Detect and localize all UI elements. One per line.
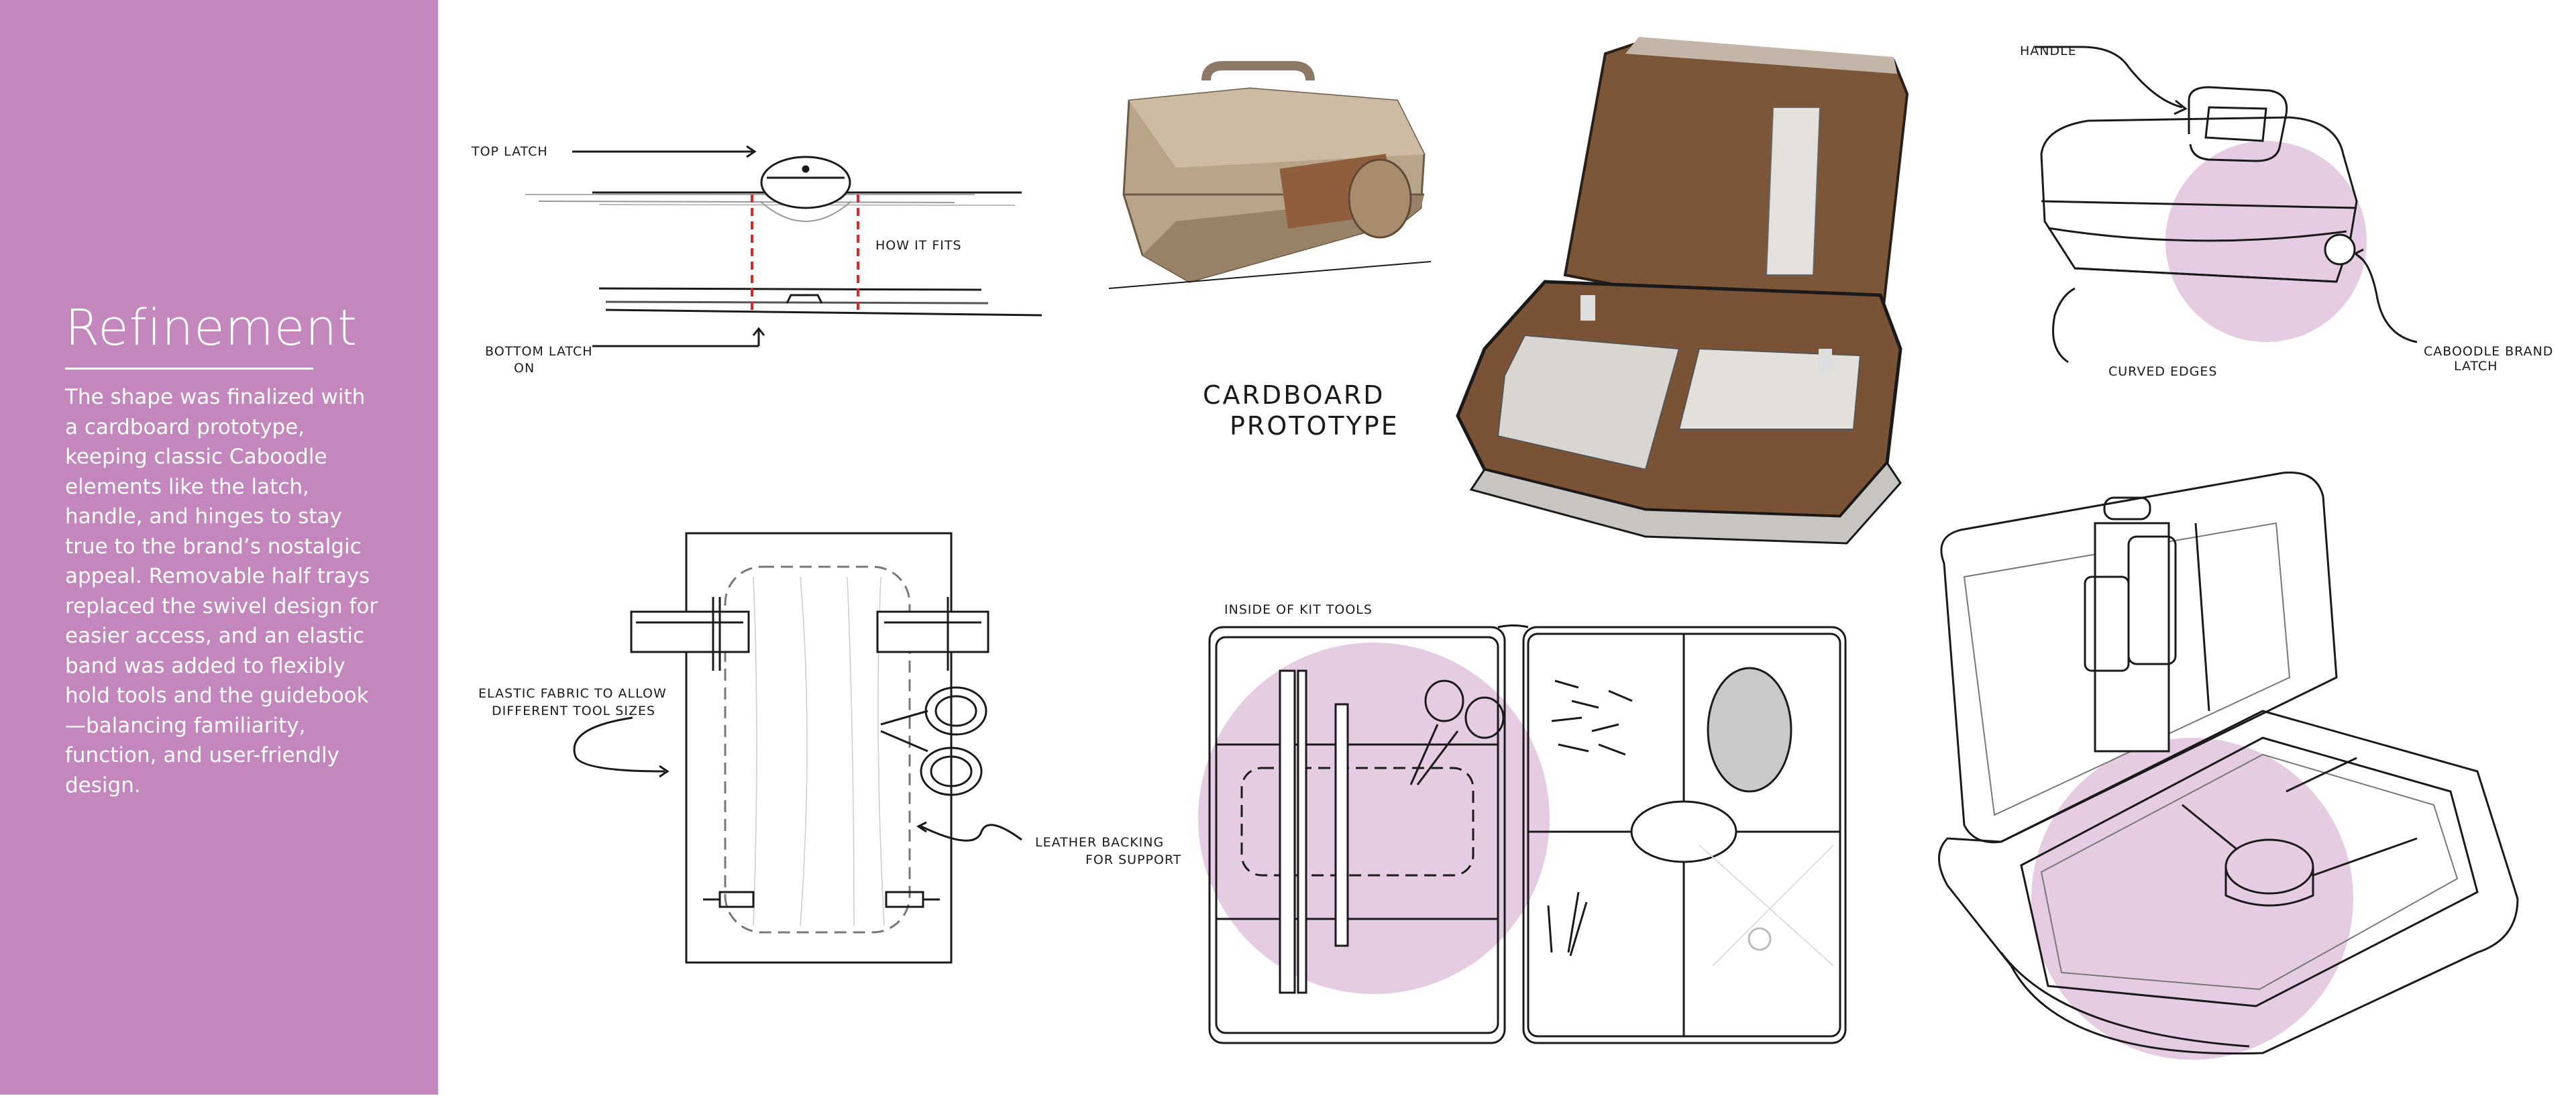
elastic-fabric-label-line2: DIFFERENT TOOL SIZES <box>492 704 655 718</box>
bottom-latch-label-on: ON <box>514 361 535 376</box>
case-sketch <box>2035 46 2418 364</box>
curved-edges-label: CURVED EDGES <box>2108 364 2217 379</box>
kit-title: INSIDE OF KIT TOOLS <box>1224 602 1373 617</box>
leather-backing-label-line2: FOR SUPPORT <box>1085 853 1181 867</box>
prototype-label-line2: PROTOTYPE <box>1230 411 1399 441</box>
handle-label: HANDLE <box>2020 44 2077 58</box>
prototype-label: CARDBOARD <box>1203 380 1385 410</box>
cardboard-prototype-closed <box>1108 61 1432 289</box>
sketch-canvas: TOP LATCH HOW IT FITS BOTTOM LATCH ON CA… <box>438 0 2576 1095</box>
kit-tools-sketch <box>1198 624 1847 1044</box>
latch-sketch <box>525 145 1042 347</box>
description-text: The shape was finalized with a cardboard… <box>65 385 378 798</box>
open-case-sketch <box>1938 471 2519 1060</box>
elastic-tool-sketch <box>573 532 1022 964</box>
title-divider <box>65 368 313 370</box>
sidebar: Refinement The shape was finalized with … <box>0 0 438 1095</box>
brand-latch-label: CABOODLE BRAND <box>2424 344 2553 359</box>
how-it-fits-label: HOW IT FITS <box>875 238 962 253</box>
brand-latch-label-line2: LATCH <box>2454 359 2498 374</box>
top-latch-label: TOP LATCH <box>471 144 548 159</box>
page-title: Refinement <box>65 299 358 357</box>
cardboard-prototype-open <box>1456 37 1909 545</box>
leather-backing-label: LEATHER BACKING <box>1035 835 1164 850</box>
bottom-latch-label: BOTTOM LATCH <box>485 344 593 359</box>
elastic-fabric-label: ELASTIC FABRIC TO ALLOW <box>478 686 667 701</box>
